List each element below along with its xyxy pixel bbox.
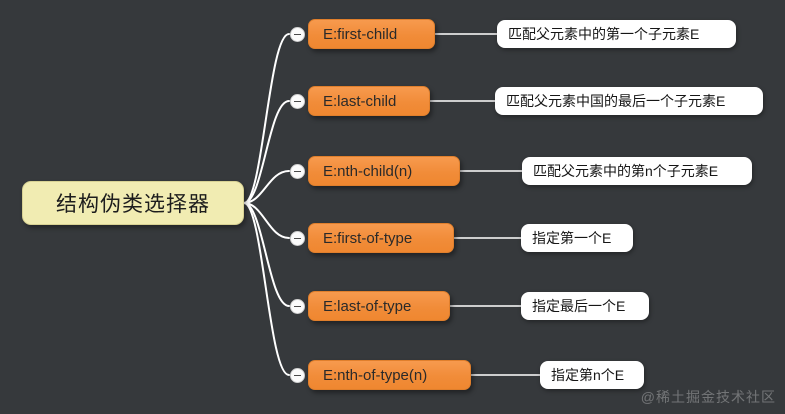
topic-node[interactable]: E:nth-child(n) <box>308 156 460 186</box>
collapse-toggle-icon[interactable] <box>290 368 305 383</box>
description-node[interactable]: 匹配父元素中国的最后一个子元素E <box>495 87 763 115</box>
edge-root-to-topic <box>243 170 290 204</box>
topic-node[interactable]: E:last-of-type <box>308 291 450 321</box>
collapse-toggle-icon[interactable] <box>290 231 305 246</box>
topic-node-label: E:nth-of-type(n) <box>323 366 428 384</box>
description-node[interactable]: 匹配父元素中的第n个子元素E <box>522 157 752 185</box>
description-node[interactable]: 匹配父元素中的第一个子元素E <box>497 20 736 48</box>
collapse-toggle-icon[interactable] <box>290 164 305 179</box>
description-node[interactable]: 指定最后一个E <box>521 292 649 320</box>
description-node-label: 指定第一个E <box>532 230 612 246</box>
topic-node-label: E:first-child <box>323 25 398 43</box>
collapse-toggle-icon[interactable] <box>290 27 305 42</box>
description-node-label: 匹配父元素中的第一个子元素E <box>508 26 700 42</box>
edge-root-to-topic <box>243 202 290 307</box>
collapse-toggle-icon[interactable] <box>290 299 305 314</box>
edge-root-to-topic <box>243 202 290 376</box>
description-node[interactable]: 指定第一个E <box>521 224 633 252</box>
topic-node[interactable]: E:first-child <box>308 19 435 49</box>
topic-node-label: E:first-of-type <box>323 229 413 247</box>
edge-root-to-topic <box>243 100 290 204</box>
topic-node[interactable]: E:last-child <box>308 86 430 116</box>
topic-node[interactable]: E:nth-of-type(n) <box>308 360 471 390</box>
description-node-label: 匹配父元素中的第n个子元素E <box>533 163 719 179</box>
topic-node[interactable]: E:first-of-type <box>308 223 454 253</box>
description-node-label: 匹配父元素中国的最后一个子元素E <box>506 93 726 109</box>
edge-root-to-topic <box>243 202 290 239</box>
description-node-label: 指定最后一个E <box>532 298 626 314</box>
topic-node-label: E:last-child <box>323 92 397 110</box>
root-node[interactable]: 结构伪类选择器 <box>22 181 244 225</box>
edge-root-to-topic <box>243 33 290 204</box>
watermark: @稀土掘金技术社区 <box>640 389 776 405</box>
topic-node-label: E:last-of-type <box>323 297 412 315</box>
topic-node-label: E:nth-child(n) <box>323 162 413 180</box>
description-node-label: 指定第n个E <box>551 367 625 383</box>
collapse-toggle-icon[interactable] <box>290 94 305 109</box>
description-node[interactable]: 指定第n个E <box>540 361 644 389</box>
root-node-label: 结构伪类选择器 <box>56 193 210 216</box>
